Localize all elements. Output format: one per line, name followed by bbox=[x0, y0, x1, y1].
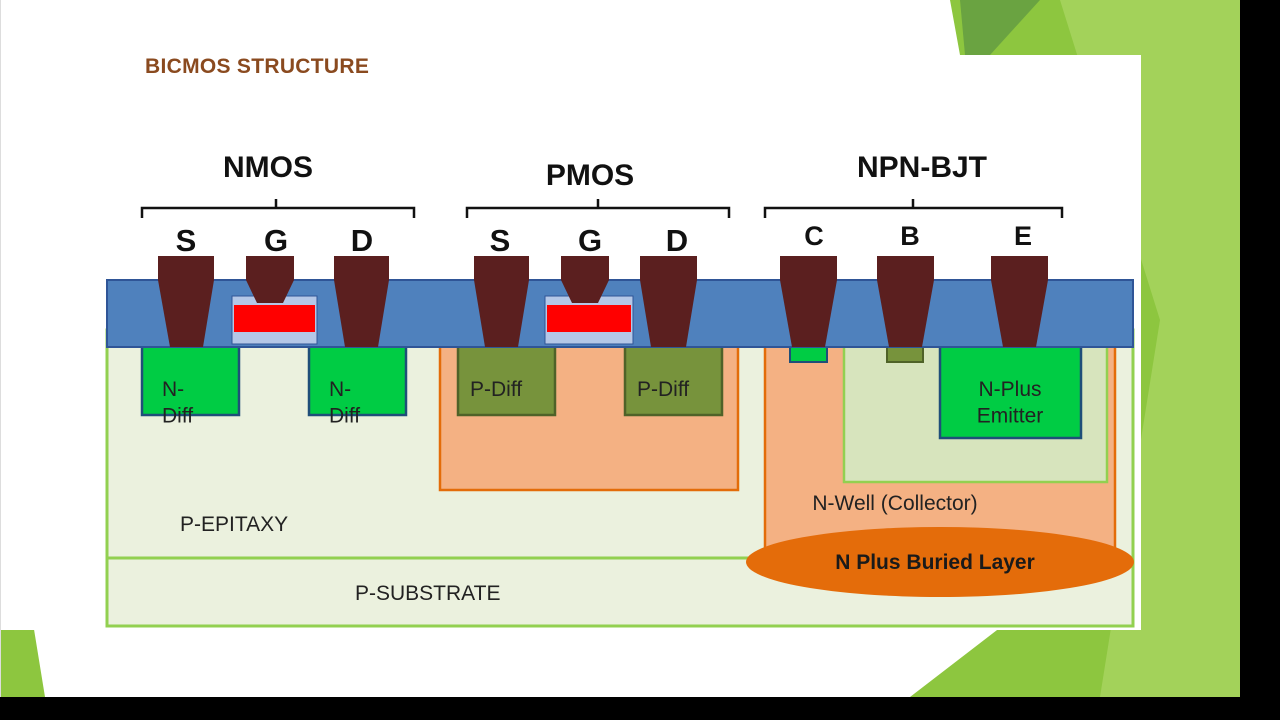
slide: BICMOS STRUCTURE bbox=[0, 0, 1240, 697]
pmos-source-label: S bbox=[490, 223, 511, 258]
nmos-gate-label: G bbox=[264, 223, 288, 258]
pmos-source-contact bbox=[474, 256, 529, 347]
green-accent-top bbox=[960, 0, 1040, 55]
slide-title: BICMOS STRUCTURE bbox=[145, 55, 370, 78]
n-plus-buried-layer-label: N Plus Buried Layer bbox=[835, 551, 1035, 574]
pmos-gate-contact bbox=[561, 256, 609, 303]
n-well-collector-label: N-Well (Collector) bbox=[812, 492, 977, 515]
pmos-brace bbox=[465, 199, 731, 218]
label-line: Diff bbox=[162, 404, 193, 427]
nmos-brace bbox=[140, 199, 416, 218]
pmos-source-diff bbox=[456, 343, 557, 417]
device-braces bbox=[140, 199, 1064, 218]
label-line: N-Plus bbox=[978, 378, 1041, 401]
bjt-base-label: B bbox=[900, 221, 920, 251]
p-substrate-label: P-SUBSTRATE bbox=[355, 582, 500, 605]
nmos-source-diff bbox=[140, 343, 241, 417]
nmos-source-diff-label: N- Diff bbox=[162, 378, 193, 427]
pmos-gate-poly bbox=[547, 305, 631, 332]
pmos-source-diff-label: P-Diff bbox=[470, 378, 522, 401]
p-epitaxy-label: P-EPITAXY bbox=[180, 513, 288, 536]
label-line: N- bbox=[162, 378, 184, 401]
bicmos-cross-section: NMOS PMOS NPN-BJT S G D S G D C B E N- Di… bbox=[105, 151, 1135, 628]
bjt-emitter-label: E bbox=[1014, 221, 1032, 251]
label-line: Emitter bbox=[977, 404, 1044, 427]
pmos-drain-label: D bbox=[666, 223, 688, 258]
label-line: N- bbox=[329, 378, 351, 401]
pmos-label: PMOS bbox=[546, 159, 634, 192]
nmos-drain-diff-label: N- Diff bbox=[329, 378, 360, 427]
nmos-drain-label: D bbox=[351, 223, 373, 258]
nmos-drain-diff bbox=[307, 343, 408, 417]
pmos-gate-label: G bbox=[578, 223, 602, 258]
bjt-brace bbox=[763, 199, 1064, 218]
green-accent-light bbox=[1060, 0, 1240, 697]
collector-contact bbox=[780, 256, 837, 347]
nmos-gate-poly bbox=[234, 305, 315, 332]
base-contact bbox=[877, 256, 934, 347]
nmos-label: NMOS bbox=[223, 151, 313, 184]
label-line: Diff bbox=[329, 404, 360, 427]
nmos-drain-contact bbox=[334, 256, 389, 347]
nmos-source-label: S bbox=[176, 223, 197, 258]
nmos-gate-contact bbox=[246, 256, 294, 303]
metal-contacts bbox=[158, 256, 1048, 347]
pmos-drain-contact bbox=[640, 256, 697, 347]
emitter-contact bbox=[991, 256, 1048, 347]
npn-bjt-label: NPN-BJT bbox=[857, 151, 987, 184]
nmos-source-contact bbox=[158, 256, 214, 347]
n-plus-buried-layer bbox=[746, 527, 1134, 597]
pmos-drain-diff-label: P-Diff bbox=[637, 378, 689, 401]
bjt-collector-label: C bbox=[804, 221, 824, 251]
